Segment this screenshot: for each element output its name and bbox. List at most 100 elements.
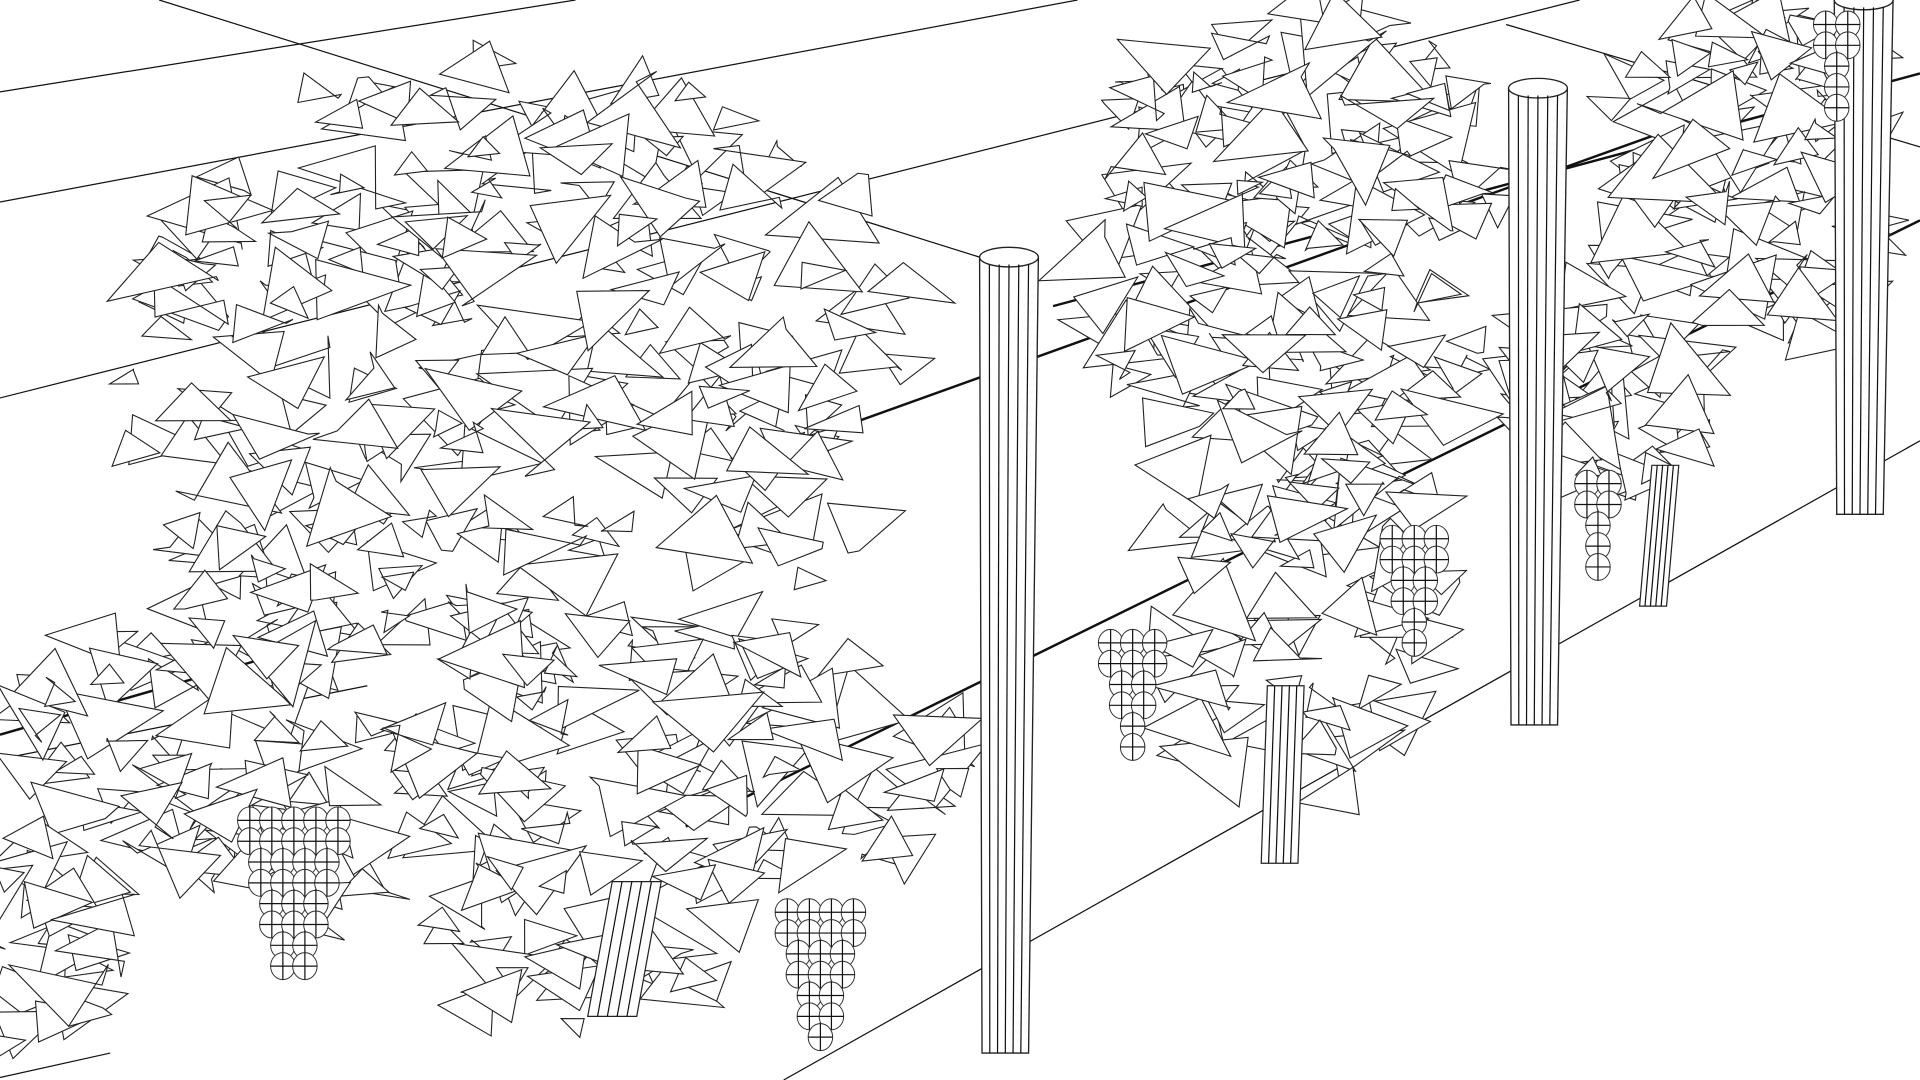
foliage <box>0 0 1910 1060</box>
leaf <box>797 363 859 412</box>
leaf <box>269 285 310 320</box>
leaf <box>1210 32 1271 61</box>
leaf <box>537 869 567 894</box>
leaf <box>1644 373 1715 435</box>
leaf <box>420 466 502 518</box>
leaf <box>529 194 612 265</box>
leaf <box>89 663 125 686</box>
leaf <box>582 214 663 280</box>
trunk-mesh-line <box>596 881 623 1017</box>
leaf <box>309 562 360 601</box>
leaf <box>732 631 802 678</box>
leaf <box>381 724 433 774</box>
leaf <box>231 634 300 680</box>
leaf <box>1188 286 1229 314</box>
leaf <box>1206 699 1266 734</box>
leaf <box>119 781 184 840</box>
leaf <box>1151 628 1214 668</box>
leaf <box>1445 325 1487 354</box>
leaf <box>654 494 754 564</box>
leaf <box>1338 36 1437 103</box>
trunk-mesh-line <box>616 881 643 1017</box>
leaf <box>538 143 614 176</box>
leaf <box>698 250 766 302</box>
leaf <box>1256 161 1315 199</box>
leaf <box>503 528 588 576</box>
leaf <box>1200 511 1233 542</box>
leaf <box>1094 349 1137 380</box>
leaf <box>524 918 579 956</box>
leaf <box>482 493 535 531</box>
leaf <box>489 407 592 477</box>
leaf <box>1133 434 1212 506</box>
leaf <box>1344 481 1385 517</box>
vine-trunk <box>1638 464 1680 607</box>
post-facet-line <box>1851 7 1855 515</box>
leaf <box>389 87 460 126</box>
vine-trunk <box>1260 685 1305 864</box>
leaf <box>330 173 366 196</box>
leaf <box>676 590 764 639</box>
leaf <box>698 385 750 409</box>
trellis-post <box>1833 0 1894 515</box>
leaf <box>1216 399 1303 464</box>
leaf <box>107 368 140 385</box>
leaf <box>576 290 651 352</box>
leaf <box>379 701 447 746</box>
leaf <box>1197 638 1247 679</box>
leaf <box>669 956 718 993</box>
leaf <box>1611 313 1651 338</box>
post-facet-line <box>1859 7 1865 515</box>
leaf <box>253 710 301 744</box>
leaf <box>419 266 461 291</box>
leaf <box>401 509 438 539</box>
leaf <box>356 522 405 558</box>
leaf <box>501 653 556 687</box>
leaf <box>861 815 914 862</box>
leaf <box>1413 272 1463 313</box>
leaf <box>1 815 54 860</box>
leaf <box>600 510 635 533</box>
leaf <box>1284 306 1337 336</box>
leaf <box>1266 495 1350 544</box>
leaf <box>866 261 957 304</box>
leaf <box>0 1035 28 1057</box>
leaf <box>326 624 388 655</box>
leaf <box>425 507 479 552</box>
leaf <box>1730 148 1779 177</box>
leaf <box>231 413 320 460</box>
post-facet-line <box>1004 264 1010 1054</box>
leaf <box>1311 274 1361 319</box>
trunk-mesh-line <box>1282 685 1290 864</box>
leaf <box>566 538 606 558</box>
leaf <box>1220 334 1308 374</box>
leaf <box>1408 57 1438 88</box>
leaf <box>187 617 226 650</box>
leaf <box>719 163 783 211</box>
leaf <box>437 619 526 689</box>
leaf <box>826 502 907 554</box>
leaf <box>593 451 674 500</box>
leaf <box>52 755 96 775</box>
leaf <box>1707 41 1750 68</box>
leaf <box>1651 118 1731 180</box>
leaf <box>1320 458 1371 484</box>
leaf <box>1636 69 1744 141</box>
leaf <box>630 837 710 873</box>
leaf <box>543 645 579 678</box>
leaf <box>636 744 703 795</box>
leaf <box>1339 94 1436 130</box>
leaf <box>305 466 393 548</box>
leaf <box>1587 344 1651 402</box>
leaf <box>1164 251 1226 288</box>
leaf <box>1115 38 1212 96</box>
leaf <box>203 646 292 715</box>
leaf <box>297 72 343 104</box>
leaf <box>299 720 350 752</box>
leaf <box>762 755 803 779</box>
leaf <box>705 774 748 818</box>
leaf <box>428 87 498 131</box>
leaf <box>432 409 464 439</box>
leaf <box>712 106 761 131</box>
